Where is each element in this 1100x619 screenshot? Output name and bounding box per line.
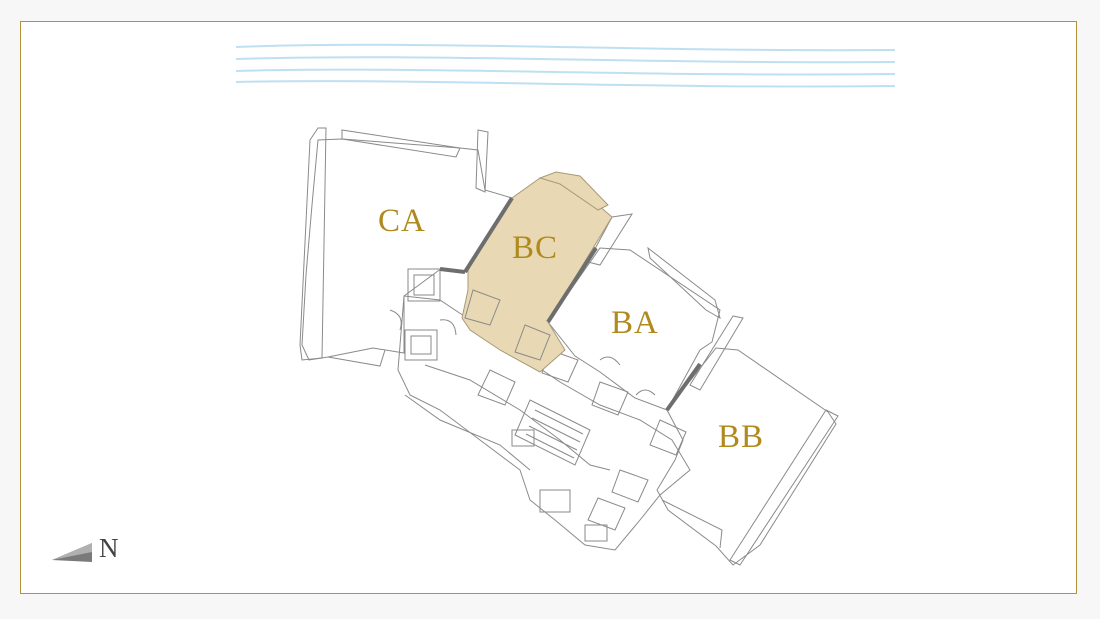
unit-ba-outline xyxy=(547,213,721,411)
unit-label-ba[interactable]: BA xyxy=(611,305,659,341)
party-walls xyxy=(439,196,702,412)
north-arrow-icon xyxy=(52,543,92,562)
unit-ca-outline xyxy=(299,127,513,367)
unit-label-bb[interactable]: BB xyxy=(718,419,765,455)
water-lines xyxy=(235,43,896,88)
unit-label-bc[interactable]: BC xyxy=(512,230,559,266)
unit-bc-highlight[interactable] xyxy=(461,171,613,373)
unit-bb-outline xyxy=(656,315,839,566)
north-label: N xyxy=(99,533,119,563)
unit-label-ca[interactable]: CA xyxy=(378,203,426,239)
